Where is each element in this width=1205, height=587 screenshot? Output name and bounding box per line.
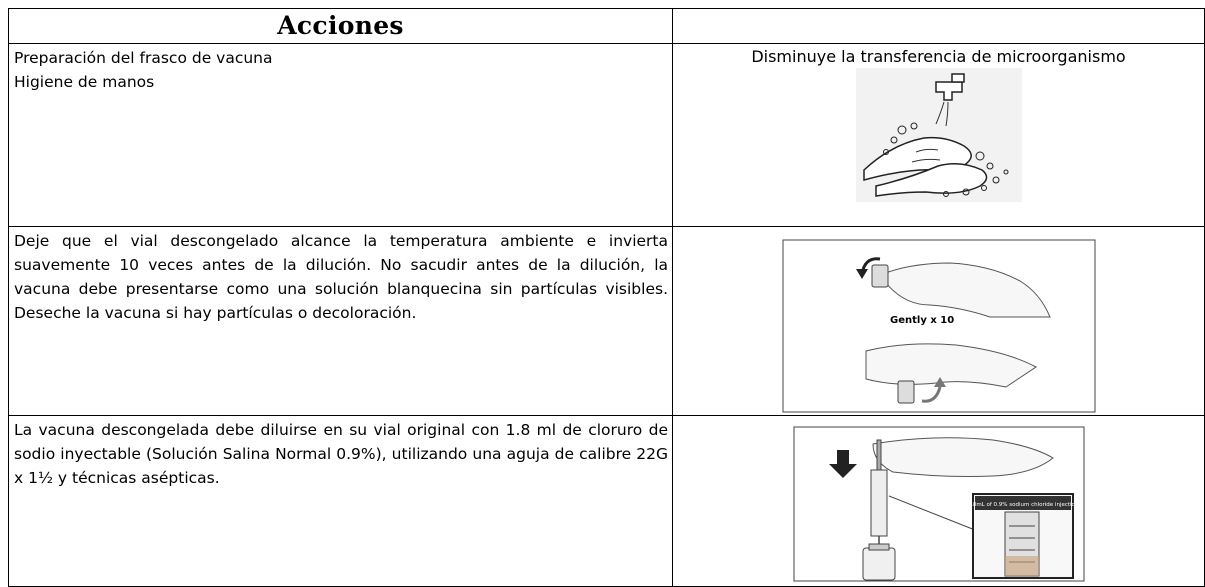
row-text: La vacuna descongelada debe diluirse en … xyxy=(14,421,668,487)
row-image-cell: Gently x 10 xyxy=(672,226,1205,416)
dilution-label: 1.8mL of 0.9% sodium chloride injection xyxy=(967,502,1078,508)
row-text-cell: La vacuna descongelada debe diluirse en … xyxy=(8,415,673,587)
handwashing-faucet-illustration-icon xyxy=(855,68,1022,202)
gently-label: Gently x 10 xyxy=(890,315,954,326)
row-line-title: Preparación del frasco de vacuna xyxy=(14,49,273,67)
header-cell-empty xyxy=(672,8,1205,44)
header-title: Acciones xyxy=(277,11,404,40)
row-text: Deje que el vial descongelado alcance la… xyxy=(14,232,668,322)
vial-inversion-illustration-icon: Gently x 10 xyxy=(782,239,1095,413)
syringe-dilution-illustration-icon: 1.8mL of 0.9% sodium chloride injection xyxy=(793,426,1084,582)
row-text: Preparación del frasco de vacuna Higiene… xyxy=(9,44,672,94)
row-image-cell: 1.8mL of 0.9% sodium chloride injection xyxy=(672,415,1205,587)
table-row: Deje que el vial descongelado alcance la… xyxy=(8,226,1205,416)
header-row: Acciones xyxy=(8,8,1205,44)
row-image-cell: Disminuye la transferencia de microorgan… xyxy=(672,43,1205,227)
row-text-cell: Preparación del frasco de vacuna Higiene… xyxy=(8,43,673,227)
table-row: La vacuna descongelada debe diluirse en … xyxy=(8,415,1205,587)
row-caption: Disminuye la transferencia de microorgan… xyxy=(751,47,1126,66)
header-cell-actions: Acciones xyxy=(8,8,673,44)
row-text-cell: Deje que el vial descongelado alcance la… xyxy=(8,226,673,416)
actions-table: Acciones Preparación del frasco de vacun… xyxy=(8,8,1205,587)
row-line-subtitle: Higiene de manos xyxy=(14,73,155,91)
table-row: Preparación del frasco de vacuna Higiene… xyxy=(8,43,1205,227)
